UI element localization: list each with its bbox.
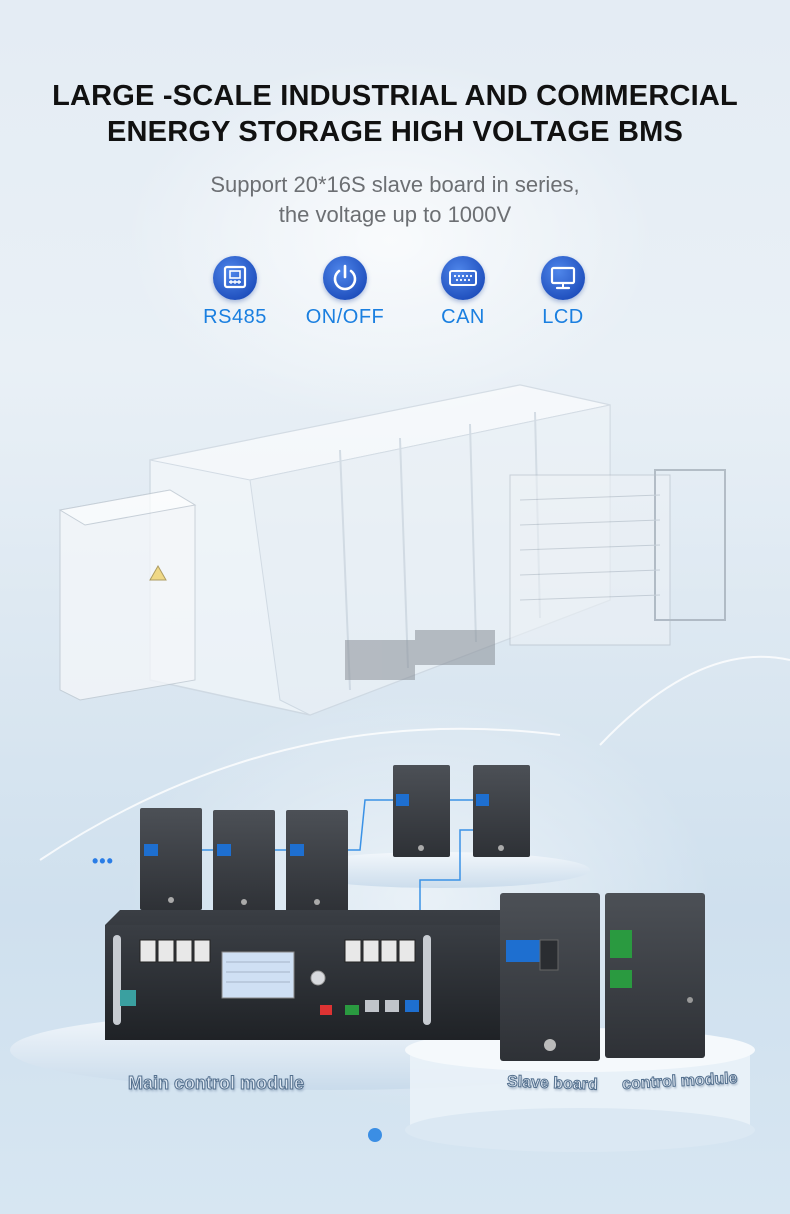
power-button	[310, 970, 326, 986]
outdoor-cabinet	[58, 489, 197, 701]
slave-board-2	[213, 810, 275, 912]
slave-board-5	[473, 765, 530, 857]
page-title: LARGE -SCALE INDUSTRIAL AND COMMERCIAL E…	[0, 78, 790, 150]
feature-can: CAN	[408, 256, 518, 329]
subtitle-line-1: Support 20*16S slave board in series,	[210, 172, 580, 197]
feature-rs485: RS485	[180, 256, 290, 329]
indicator-dot	[368, 1128, 382, 1142]
caption-slave-board: Slave board	[506, 1073, 598, 1094]
page-subtitle: Support 20*16S slave board in series, th…	[0, 170, 790, 230]
caption-main-control-module: Main control module	[127, 1073, 305, 1094]
subtitle-line-2: the voltage up to 1000V	[278, 202, 512, 227]
slave-board-3	[286, 810, 348, 912]
title-line-1: LARGE -SCALE INDUSTRIAL AND COMMERCIAL	[52, 80, 738, 112]
feature-label-rs485: RS485	[203, 306, 267, 328]
battery-rack	[345, 469, 726, 680]
slave-board-4	[393, 765, 450, 857]
ellipsis-more-boards: •••	[92, 851, 114, 871]
control-module	[605, 893, 705, 1058]
monitor-icon	[541, 256, 585, 300]
feature-lcd: LCD	[508, 256, 618, 329]
feature-label-lcd: LCD	[542, 306, 584, 328]
feature-label-onoff: ON/OFF	[305, 306, 385, 328]
title-line-2: ENERGY STORAGE HIGH VOLTAGE BMS	[106, 116, 684, 148]
slave-board-large	[500, 893, 600, 1061]
can-connector-icon	[441, 256, 485, 300]
podium-center-top	[290, 852, 590, 888]
main-control-module	[105, 910, 500, 1040]
power-icon	[323, 256, 367, 300]
podium-right-base	[405, 1108, 755, 1152]
feature-onoff: ON/OFF	[290, 256, 400, 329]
lcd-screen	[221, 951, 295, 999]
slave-board-1	[140, 808, 202, 910]
feature-label-can: CAN	[441, 306, 485, 328]
ethernet-port-icon	[213, 256, 257, 300]
